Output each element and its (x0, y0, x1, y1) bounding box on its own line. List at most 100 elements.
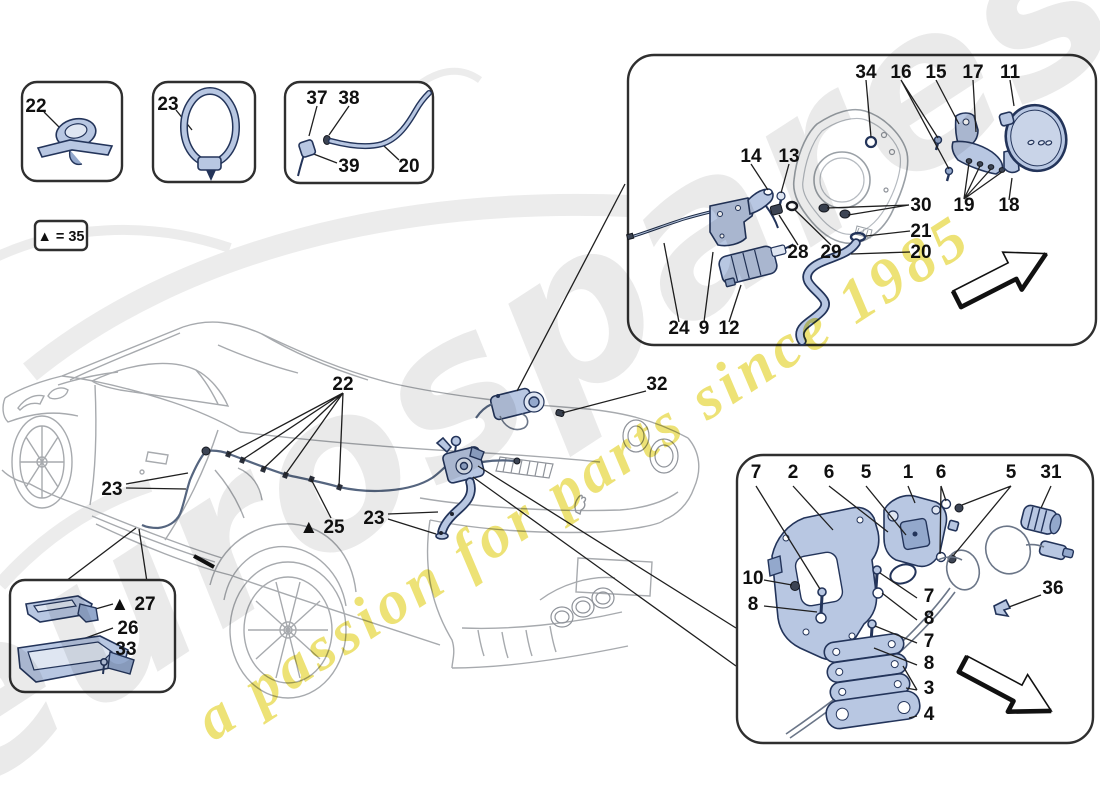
lid-sensor (1038, 540, 1075, 561)
callout-23-right: 23 (363, 508, 384, 529)
hinge-hole (962, 118, 970, 126)
lbox-label-4: 4 (924, 704, 935, 725)
lbox-label-6b: 6 (936, 462, 947, 483)
fbox-label-16: 16 (890, 62, 911, 83)
callout-23-left: 23 (101, 479, 122, 500)
bolt-7a (817, 587, 827, 615)
actuator-rod (784, 243, 794, 250)
callout-25: ▲ 25 (299, 517, 345, 538)
actuator-ribs (730, 249, 762, 282)
plug-cap (1049, 513, 1062, 535)
lbox-label-5b: 5 (1006, 462, 1017, 483)
flap-hinge-assembly (933, 112, 1020, 182)
lbox-label-5a: 5 (861, 462, 872, 483)
lbox-label-7-r1: 7 (924, 586, 935, 607)
car-rear-wheel (229, 561, 347, 699)
inset-label-33: 33 (115, 639, 136, 660)
clip-base (36, 139, 114, 158)
fbox-label-14: 14 (740, 146, 762, 167)
car-engine-vent (495, 456, 554, 479)
housing-hole (888, 148, 896, 156)
lbox-label-2: 2 (788, 462, 799, 483)
hose-clip-32 (555, 409, 565, 417)
inset-label-26: 26 (117, 618, 138, 639)
lbox-label-31: 31 (1040, 462, 1062, 483)
cable-connector (201, 446, 211, 456)
fbox-label-17: 17 (962, 62, 983, 83)
inset-label-22: 22 (25, 96, 46, 117)
lbox-label-7-r2: 7 (924, 631, 935, 652)
strap-anchor (206, 170, 216, 181)
fbox-label-34: 34 (855, 62, 877, 83)
lid-latch-detail-box: 7 2 6 5 1 6 5 31 10 8 7 8 7 8 3 4 36 (735, 453, 1095, 745)
callout-22: 22 (332, 374, 353, 395)
inset-sill-box: ▲ 27 26 33 (8, 578, 177, 694)
drain-hose (797, 240, 859, 344)
flap-tab (998, 111, 1015, 127)
fbox-label-29: 29 (820, 242, 841, 263)
lbox-label-8-r2: 8 (924, 653, 935, 674)
lbox-label-6a: 6 (824, 462, 835, 483)
lock-lever-arm (765, 205, 779, 229)
cable-end-fitting (513, 457, 521, 465)
fuel-flap-detail-box: 34 16 15 17 11 14 13 30 19 18 21 20 28 2… (625, 53, 1098, 347)
plate-tab (767, 555, 783, 577)
car-callout-leaders (65, 183, 737, 667)
sill-screw-shaft (102, 664, 105, 675)
direction-arrow-se (956, 654, 1053, 714)
swoosh-arc (23, 193, 631, 381)
fbox-label-21: 21 (910, 221, 932, 242)
fbox-label-13: 13 (778, 146, 799, 167)
plug-31 (1020, 504, 1062, 535)
fbox-label-24: 24 (668, 318, 690, 339)
cable-guide-clip (947, 519, 960, 532)
strap-buckle (197, 156, 222, 171)
housing-bolt-30b (839, 209, 851, 219)
release-bracket-assembly (625, 188, 799, 288)
car-tail-lamps (550, 419, 679, 628)
sill-cover-recess (27, 641, 113, 671)
swoosh-arc (0, 224, 232, 261)
clip-hook (68, 149, 83, 166)
nut-10 (790, 581, 800, 591)
lbox-label-7-top: 7 (751, 462, 762, 483)
lbox-label-1: 1 (903, 462, 914, 483)
cable-ferrule (625, 232, 635, 241)
actuator-connector (724, 277, 736, 288)
inset-label-23: 23 (157, 94, 178, 115)
clip-ring-hole (64, 123, 88, 139)
plug-ribs (1026, 506, 1048, 532)
actuator-body (718, 245, 778, 285)
legend-text: ▲ = 35 (37, 229, 84, 245)
fbox-label-19: 19 (953, 195, 974, 216)
housing-hole (883, 187, 889, 193)
car-body-outline (1, 321, 700, 669)
fbox-label-20: 20 (910, 242, 931, 263)
flap-dimple (1045, 140, 1053, 146)
fbox-label-30: 30 (910, 195, 931, 216)
nut-5a (954, 503, 964, 513)
washer-8b (872, 587, 884, 599)
plate-hole (856, 516, 864, 524)
car-door-handle (145, 451, 169, 465)
filler-hole-inner (819, 157, 865, 203)
inset-label-38: 38 (338, 88, 359, 109)
sill-latch-end (77, 603, 99, 623)
latch-boss (887, 510, 899, 522)
flap-disc-inner (1010, 109, 1062, 167)
lock-lever (747, 188, 774, 216)
housing-hole (880, 131, 888, 139)
plate-hole (802, 628, 810, 636)
fbox-label-15: 15 (925, 62, 947, 83)
hinge-upper-17 (954, 112, 979, 149)
sensor-tip (1061, 547, 1075, 559)
inset-label-20: 20 (398, 156, 419, 177)
inset-label-27: ▲ 27 (110, 594, 155, 615)
actuator-plunger (770, 244, 787, 257)
sill-latch-recess (32, 599, 78, 613)
fbox-label-9: 9 (699, 318, 710, 339)
inset-clip-box: 22 (20, 80, 124, 183)
ferrari-horse-emblem (574, 494, 587, 516)
